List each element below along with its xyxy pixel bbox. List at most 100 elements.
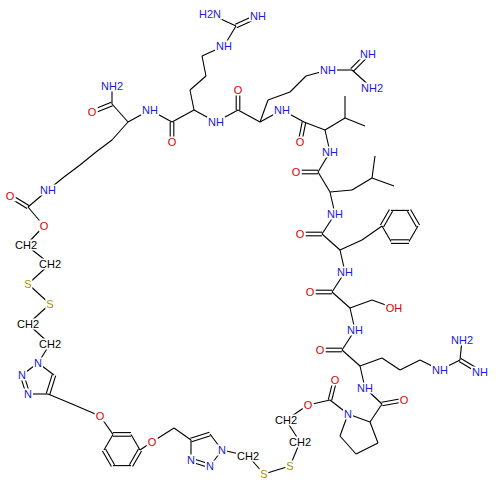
bond-line [64, 165, 80, 177]
bond-line [360, 358, 382, 366]
bond-line [350, 300, 372, 308]
bond-line [391, 210, 409, 211]
bond-line [342, 350, 360, 366]
atom-label: CH2 [288, 437, 312, 448]
bond-line [190, 90, 194, 110]
bond-line [332, 292, 350, 308]
atom-label: NH [471, 367, 489, 378]
bond-line [340, 240, 362, 250]
bond-line [202, 56, 206, 76]
atom-label: NH2 [100, 81, 124, 92]
bond-line [304, 122, 325, 130]
atom-label: OH [385, 303, 404, 314]
atom-label: NH [39, 185, 57, 196]
atom-label: CH2 [236, 451, 260, 462]
atom-label: N [217, 445, 227, 456]
bond-line [190, 432, 209, 438]
atom-label: O [399, 395, 410, 406]
atom-label: O [291, 167, 302, 178]
atom-label: O [295, 229, 306, 240]
atom-label: S [259, 469, 268, 480]
bond-line [400, 360, 420, 370]
bond-line [340, 436, 356, 454]
atom-label: NH [141, 105, 159, 116]
bond-line [50, 376, 56, 395]
bond-line [330, 190, 352, 192]
bond-line [382, 226, 391, 242]
atom-label: N [205, 461, 215, 472]
bond-line [345, 118, 365, 126]
atom-label: N [17, 370, 27, 381]
bond-line [96, 140, 112, 152]
bond-line [133, 451, 142, 467]
atom-label: NH [359, 49, 377, 60]
bond-line [370, 422, 378, 443]
atom-label: O [295, 137, 306, 148]
bond-line [290, 76, 306, 92]
bond-line [384, 211, 393, 227]
bond-line [113, 465, 131, 466]
bond-line [102, 451, 111, 467]
bond-line [372, 156, 375, 178]
bond-line [372, 178, 394, 186]
atom-label: O [303, 400, 314, 411]
atom-label: CH2 [16, 319, 40, 330]
bond-line [344, 96, 345, 118]
bond-line [131, 434, 140, 450]
atom-label: CH2 [38, 339, 62, 350]
bond-line [391, 239, 409, 240]
atom-label: O [315, 345, 326, 356]
bond-line [112, 122, 128, 140]
atom-label: O [305, 287, 316, 298]
atom-label: O [95, 411, 106, 422]
atom-label: O [39, 221, 50, 232]
atom-label: NH [431, 365, 449, 376]
atom-label: O [147, 437, 158, 448]
atom-label: NH2 [450, 335, 474, 346]
bond-line [322, 234, 340, 250]
atom-label: H2N [198, 9, 222, 20]
atom-label: CH2 [274, 415, 298, 426]
atom-label: O [87, 107, 98, 118]
bond-line [391, 243, 409, 244]
atom-label: NH [321, 147, 339, 158]
atom-label: S [23, 279, 32, 290]
atom-label: O [330, 375, 341, 386]
bond-line [352, 178, 372, 190]
atom-label: CH2 [38, 259, 62, 270]
atom-label: N [343, 409, 353, 420]
atom-label: O [233, 85, 244, 96]
bond-line [238, 110, 260, 122]
bond-line [174, 428, 191, 440]
bond-line [106, 449, 115, 465]
atom-label: NH2 [360, 83, 384, 94]
bond-line [411, 210, 420, 226]
bond-line [407, 211, 416, 227]
bond-line [48, 394, 72, 404]
atom-label: NH [326, 209, 344, 220]
atom-label: N [186, 455, 196, 466]
atom-label: NH [336, 267, 354, 278]
bond-line [268, 92, 290, 100]
bond-line [260, 100, 268, 122]
atom-label: NH [273, 105, 291, 116]
bond-line [382, 358, 400, 370]
atom-label: NH [215, 41, 233, 52]
bond-line [362, 226, 382, 240]
atom-label: O [167, 137, 178, 148]
atom-label: N [23, 389, 33, 400]
bond-line [409, 226, 418, 242]
atom-label: CH2 [14, 240, 38, 251]
bond-line [113, 436, 131, 437]
bond-line [325, 118, 345, 130]
bond-line [172, 110, 194, 122]
bond-line [80, 152, 96, 165]
bond-line [190, 76, 206, 90]
atom-label: NH [346, 325, 364, 336]
bond-line [380, 210, 389, 226]
atom-label: N [33, 358, 43, 369]
atom-label: NH [249, 11, 267, 22]
